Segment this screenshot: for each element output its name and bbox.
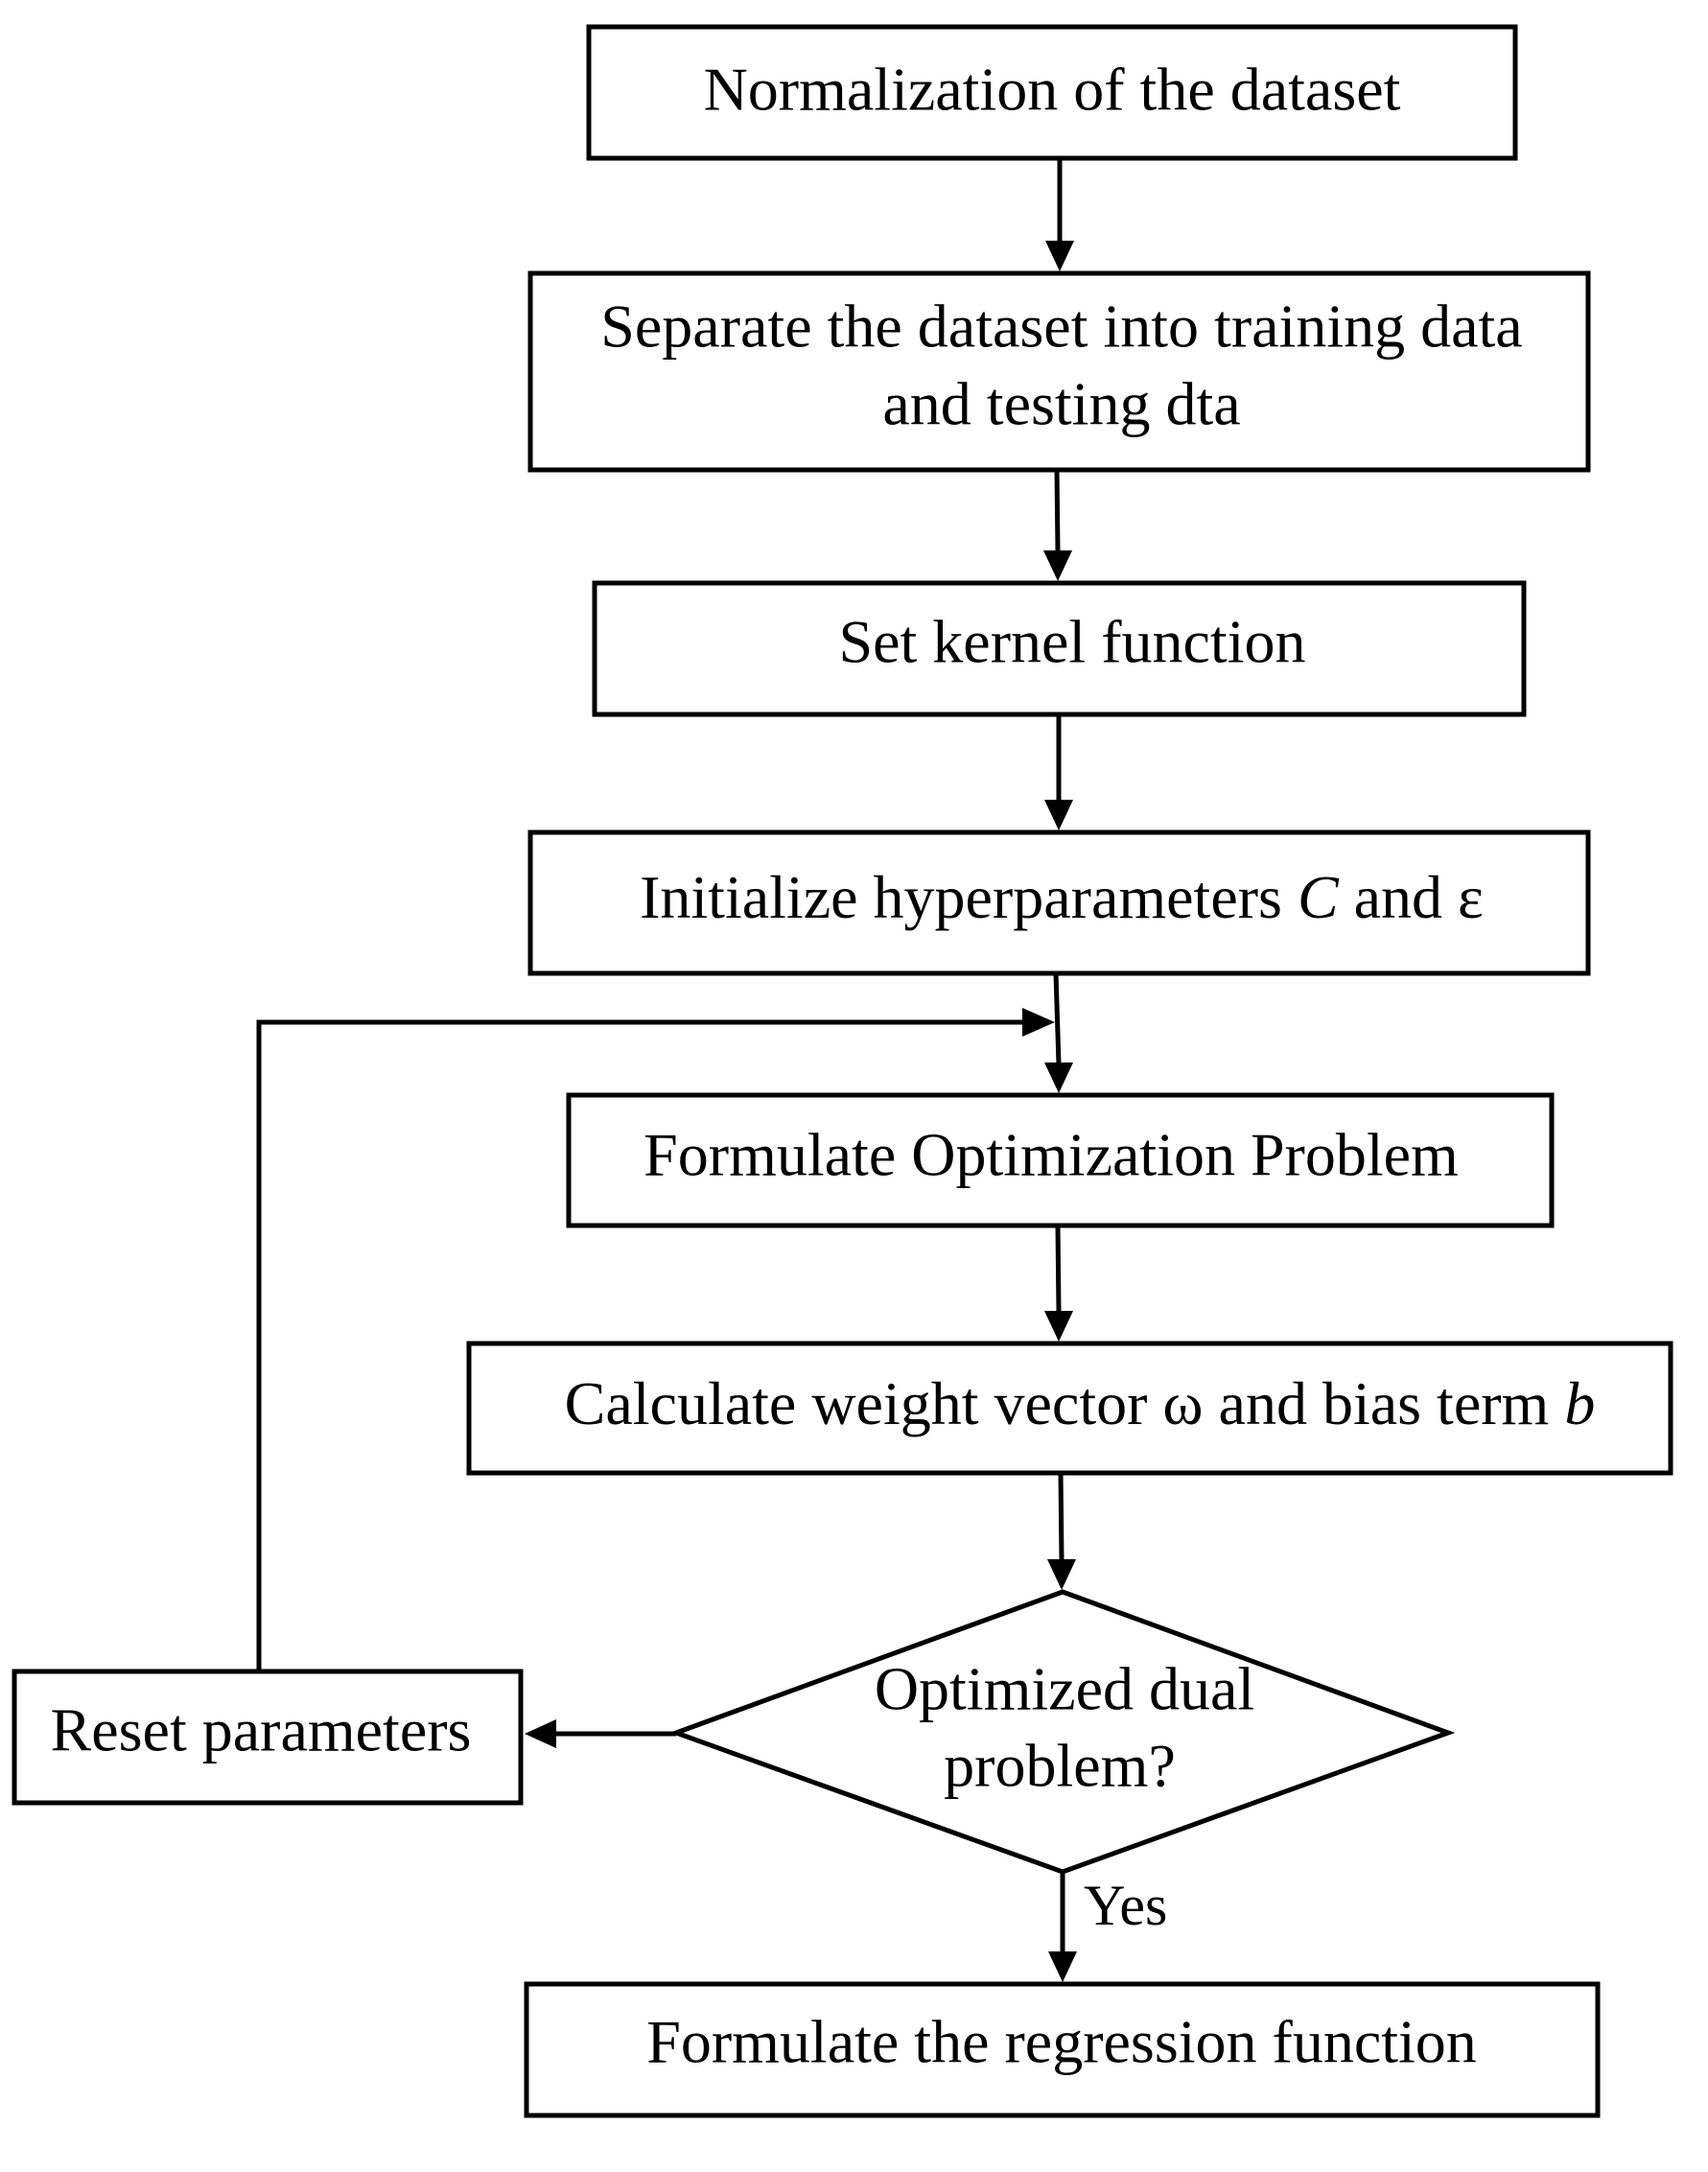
final-box xyxy=(524,1981,1601,2118)
kernel-box xyxy=(592,580,1527,717)
arrow-calculate-to-decision xyxy=(1047,1472,1076,1590)
calculate-label: Calculate weight vector ω and bias term … xyxy=(565,1369,1596,1437)
arrow-decision-to-final xyxy=(1048,1872,1077,1982)
init-label-suffix: and ε xyxy=(1339,863,1484,931)
yes-label: Yes xyxy=(1084,1874,1167,1937)
final-label: Formulate the regression function xyxy=(646,2008,1477,2076)
separate-box xyxy=(527,270,1591,473)
separate-label-line1: Separate the dataset into training data xyxy=(600,292,1522,361)
calculate-box xyxy=(466,1341,1673,1476)
arrow-kernel-to-init xyxy=(1044,714,1073,830)
arrow-decision-to-reset xyxy=(525,1719,676,1748)
arrow-separate-to-kernel xyxy=(1043,469,1072,581)
normalize-box xyxy=(586,24,1518,161)
arrow-init-to-formulate xyxy=(1044,972,1073,1093)
init-label-c: C xyxy=(1298,863,1340,931)
decision-label-line2: problem? xyxy=(944,1732,1176,1800)
init-box xyxy=(527,829,1591,976)
calculate-label-b: b xyxy=(1564,1369,1595,1437)
calculate-label-prefix: Calculate weight vector ω and bias term xyxy=(565,1369,1565,1437)
decision-label-line1: Optimized dual xyxy=(875,1655,1254,1723)
init-label-prefix: Initialize hyperparameters xyxy=(640,863,1298,931)
reset-box xyxy=(12,1669,524,1806)
kernel-label: Set kernel function xyxy=(839,608,1306,676)
loop-back-arrow xyxy=(256,1008,1055,1671)
normalize-label: Normalization of the dataset xyxy=(704,56,1401,124)
arrow-normalize-to-separate xyxy=(1045,158,1074,271)
init-label: Initialize hyperparameters C and ε xyxy=(640,863,1484,931)
arrow-formulate-to-calculate xyxy=(1044,1225,1073,1342)
formulate-label: Formulate Optimization Problem xyxy=(643,1121,1459,1189)
reset-label: Reset parameters xyxy=(51,1696,472,1764)
separate-label-line2: and testing dta xyxy=(882,370,1240,438)
